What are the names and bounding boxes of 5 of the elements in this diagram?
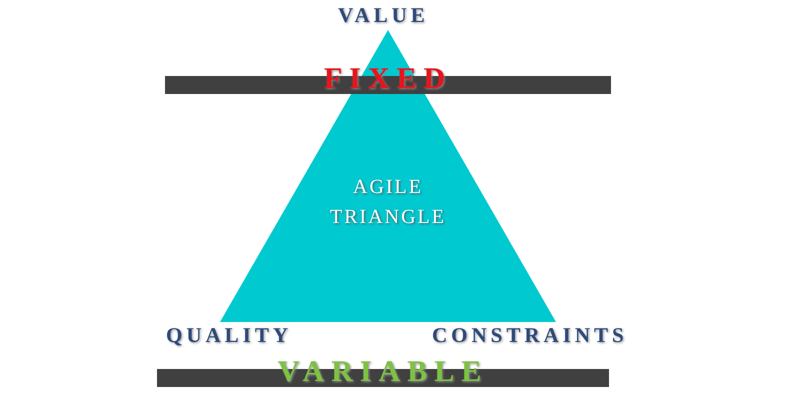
triangle-label: AGILE TRIANGLE: [329, 175, 447, 230]
triangle: [220, 30, 556, 322]
corner-label: QUALITY: [166, 323, 292, 348]
corner-label: CONSTRAINTS: [432, 323, 628, 348]
corner-label: VALUE: [338, 3, 429, 28]
